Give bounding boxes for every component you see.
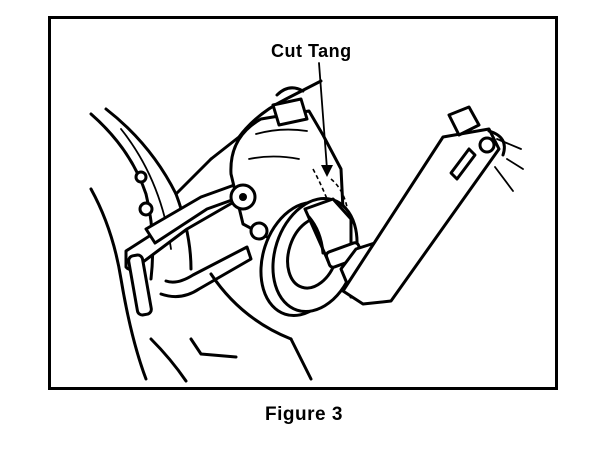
figure-caption: Figure 3 — [265, 404, 343, 425]
callout-leader — [318, 62, 328, 170]
technical-illustration — [89, 62, 524, 383]
pulley — [259, 168, 359, 318]
callout-arrowhead — [321, 165, 333, 177]
callout-label: Cut Tang — [271, 41, 352, 61]
puller-tool — [324, 105, 524, 306]
figure-frame: Cut Tang — [48, 16, 558, 390]
